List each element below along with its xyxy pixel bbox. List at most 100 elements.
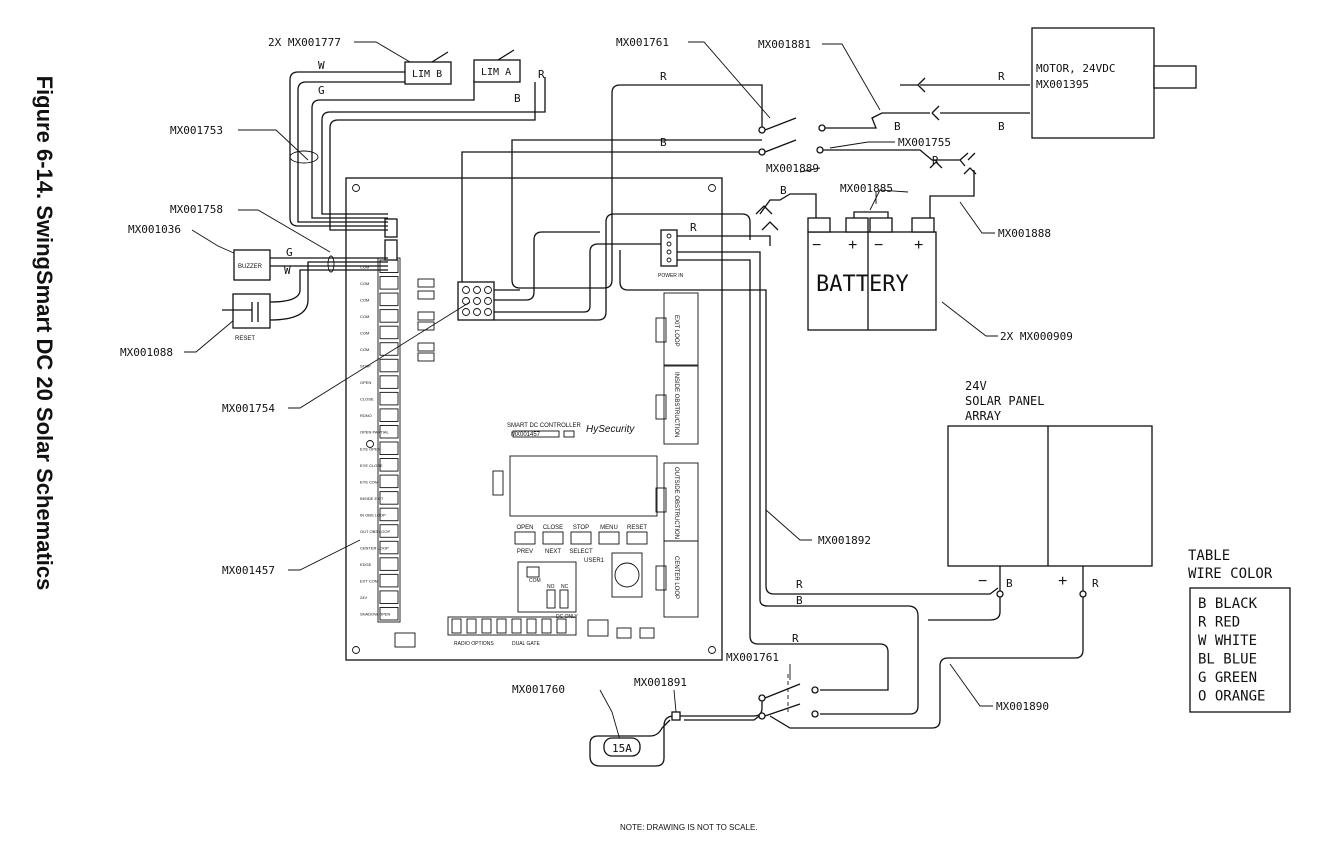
- wire-r-6: R: [796, 578, 803, 591]
- terminal-screw: [379, 441, 399, 455]
- terminal-screw: [379, 358, 399, 373]
- label-jumper-889: MX001889: [766, 162, 819, 175]
- motor: [1031, 27, 1197, 139]
- label-batteries: 2X MX000909: [1000, 330, 1073, 343]
- terminal-screw: [379, 458, 399, 472]
- header-pin: [481, 618, 492, 634]
- label-fuse: MX001760: [512, 683, 565, 696]
- jumper-jacks: [755, 161, 977, 231]
- radio-options-label: RADIO OPTIONS: [454, 641, 494, 647]
- lim-a-label: LIM A: [481, 67, 511, 78]
- terminal-screw: [379, 474, 399, 489]
- wire-r-3: R: [998, 70, 1005, 83]
- battery-label: BATTERY: [816, 272, 909, 297]
- terminal-label: COM: [360, 347, 369, 352]
- terminal-screw: [379, 292, 399, 307]
- solar-panel: [947, 425, 1153, 598]
- terminal-label: CENTER LOOP: [360, 546, 389, 551]
- label-battery-wire: MX001888: [998, 227, 1051, 240]
- legend-item: O ORANGE: [1198, 689, 1265, 705]
- terminal-label: OPEN PARTIAL: [360, 430, 390, 435]
- reset-label: RESET: [235, 336, 255, 342]
- label-fuse-holder: MX001891: [634, 676, 687, 689]
- wire-w-1: W: [318, 59, 325, 72]
- battery-plus-2: +: [914, 237, 923, 254]
- header-pin: [496, 618, 507, 634]
- terminal-screw: [379, 491, 399, 505]
- terminal-label: EXT COM: [360, 579, 378, 584]
- wire-b-1: B: [514, 92, 521, 105]
- label-power-switch: MX001761: [726, 651, 779, 664]
- button-label: OPEN: [516, 525, 533, 531]
- buzzer-label: BUZZER: [238, 264, 263, 270]
- wire-w-2: W: [284, 264, 291, 277]
- wire-b-4: B: [894, 120, 901, 133]
- solar-neg: −: [978, 573, 987, 590]
- legend-item: G GREEN: [1198, 670, 1257, 686]
- header-pin: [451, 618, 462, 634]
- dc-only-label: DC ONLY: [556, 614, 579, 620]
- wire-r-7: R: [792, 632, 799, 645]
- label-reset-switch: MX001088: [120, 346, 173, 359]
- terminal-screw: [379, 607, 399, 621]
- terminal-screw: [379, 342, 399, 356]
- wire-r-2: R: [660, 70, 667, 83]
- button-sublabel: SELECT: [569, 549, 593, 555]
- terminal-label: CLOSE: [360, 397, 374, 402]
- terminal-label: SHADOW OPEN: [360, 612, 391, 617]
- loop-label-exit: EXIT LOOP: [673, 315, 679, 347]
- motor-line1: MOTOR, 24VDC: [1036, 62, 1115, 75]
- terminal-label: OUT OBS LOOP: [360, 529, 390, 534]
- fuse: [603, 737, 641, 757]
- terminal-label: IN OBS LOOP: [360, 512, 386, 517]
- terminal-screw: [379, 309, 399, 323]
- label-motor-switch: MX001761: [616, 36, 669, 49]
- battery-pack: [807, 217, 937, 331]
- terminal-screw: [379, 391, 399, 406]
- terminal-label: EYE OPEN: [360, 446, 381, 451]
- com-label: COM: [529, 578, 541, 584]
- fuse-rating: 15A: [612, 742, 632, 755]
- wire-b-3: B: [998, 120, 1005, 133]
- battery-minus-2: −: [874, 237, 883, 254]
- terminal-screw: [379, 573, 399, 588]
- terminal-label: COM: [360, 314, 369, 319]
- wire-b-6: B: [796, 594, 803, 607]
- terminal-label: COM: [360, 264, 369, 269]
- buzzer-box: [233, 249, 271, 281]
- brand-logo-text: HySecurity: [586, 424, 635, 435]
- header-pin: [526, 618, 537, 634]
- terminal-screw: [379, 325, 399, 340]
- loop-label-center: CENTER LOOP: [673, 556, 679, 599]
- board-part: MX001457: [511, 432, 541, 438]
- wire-b-7: B: [1006, 577, 1013, 590]
- terminal-label: COM: [360, 297, 369, 302]
- user-label: USER1: [584, 558, 605, 564]
- wire-color-legend: [1189, 587, 1291, 713]
- label-lim-wire: 2X MX001777: [268, 36, 341, 49]
- no-label: NO: [547, 584, 555, 590]
- wire-g-1: G: [318, 84, 325, 97]
- wire-r-8: R: [1092, 577, 1099, 590]
- terminal-screw: [379, 540, 399, 555]
- button-label: RESET: [627, 525, 647, 531]
- battery-minus-1: −: [812, 237, 821, 254]
- button-label: MENU: [600, 525, 618, 531]
- leader-lines: [184, 41, 998, 741]
- button-sublabel: PREV: [517, 549, 533, 555]
- limit-switch-b: [404, 51, 452, 85]
- wire-r-5: R: [690, 221, 697, 234]
- solar-line1: 24V: [965, 379, 987, 393]
- wiring: [269, 71, 1084, 767]
- terminal-screw: [379, 375, 399, 389]
- button-sublabel: NEXT: [545, 549, 561, 555]
- terminal-label: INSIDE EXIT: [360, 496, 384, 501]
- nc-label: NC: [561, 584, 569, 590]
- label-loop-cable: MX001753: [170, 124, 223, 137]
- terminal-label: RDNO: [360, 413, 372, 418]
- limit-switch-a: [473, 49, 521, 83]
- terminal-screw: [379, 507, 399, 522]
- power-in-label: POWER IN: [658, 273, 684, 279]
- board-title: SMART DC CONTROLLER: [507, 423, 581, 429]
- header-pin: [466, 618, 477, 634]
